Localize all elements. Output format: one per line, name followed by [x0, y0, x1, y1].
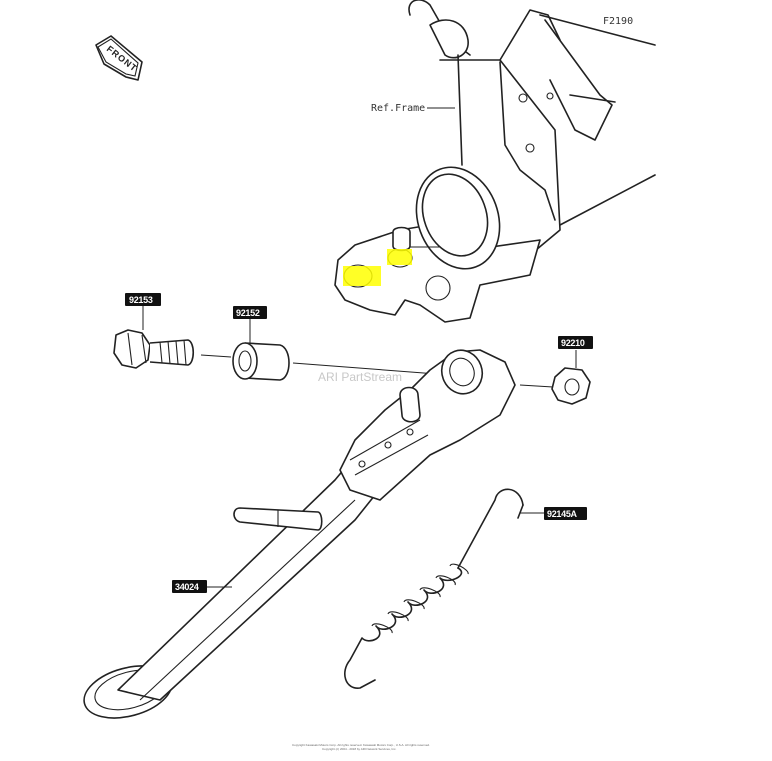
spring-92145A [344, 488, 524, 689]
tag-92152-text: 92152 [236, 308, 260, 318]
ref-frame-label: Ref.Frame [371, 103, 425, 114]
tag-92210[interactable]: 92210 [558, 336, 593, 349]
tag-92145A-text: 92145A [547, 509, 578, 519]
tag-34024-text: 34024 [175, 582, 199, 592]
tag-92210-text: 92210 [561, 338, 585, 348]
highlight-mark-2 [387, 249, 412, 265]
tag-92153-text: 92153 [129, 295, 153, 305]
tag-92153[interactable]: 92153 [125, 293, 161, 306]
tag-92145A[interactable]: 92145A [544, 507, 587, 520]
tag-34024[interactable]: 34024 [172, 580, 207, 593]
frame-bracket [334, 166, 541, 323]
nut-92210 [551, 367, 591, 405]
footer-line-2: Copyright (c) 2004 - 2018 by ARI Network… [322, 747, 397, 751]
frame-tube: Ref.Frame [371, 0, 656, 256]
footer-line-1: Copyright Kawasaki Motors Corp. All righ… [292, 743, 430, 747]
side-stand-34024 [83, 349, 516, 719]
bolt-92153 [113, 329, 195, 369]
front-arrow-icon: FRONT [95, 35, 143, 81]
tag-92152[interactable]: 92152 [233, 306, 267, 319]
highlight-mark-1 [343, 266, 381, 286]
watermark: ARI PartStream [318, 370, 402, 384]
collar-92152 [232, 342, 290, 381]
figure-code: F2190 [603, 16, 633, 27]
